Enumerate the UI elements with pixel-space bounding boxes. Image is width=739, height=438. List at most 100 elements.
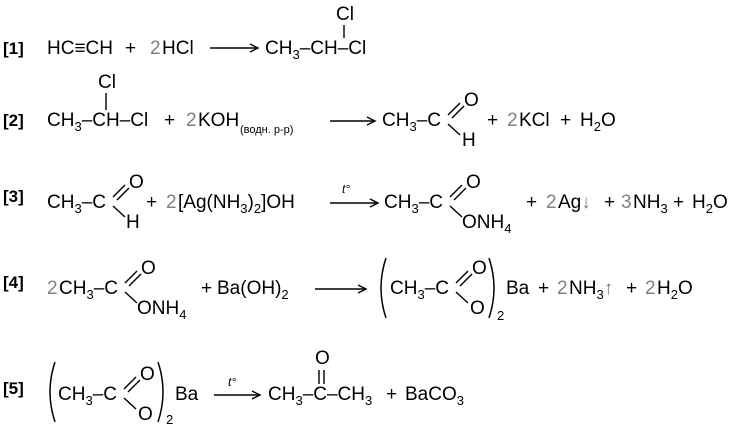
atom-o: O	[466, 172, 481, 193]
atom-o: O	[129, 172, 144, 193]
double-bond-line	[453, 187, 467, 201]
reaction-2: [2] Cl CH3–CH–Cl + 2 KOH (водн. р-р) CH3…	[3, 72, 616, 151]
reactant-acetaldehyde: CH3–C	[47, 192, 106, 216]
reaction-number: [5]	[3, 379, 24, 398]
coefficient: 2	[166, 192, 177, 213]
reactant-tollens-reagent: [Ag(NH3)2]OH	[178, 192, 295, 216]
coefficient: 2	[150, 38, 161, 59]
product-barium-carbonate: BaCO3	[405, 384, 464, 408]
plus-sign: +	[526, 192, 537, 213]
reaction-medium: (водн. р-р)	[240, 124, 293, 136]
double-bond-line	[451, 105, 465, 119]
plus-sign: +	[538, 278, 549, 299]
bond-line	[447, 123, 461, 136]
atom-h: H	[126, 212, 140, 233]
plus-sign: +	[164, 110, 175, 131]
atom-o: O	[138, 404, 153, 425]
reaction-4: [4] 2 CH3–C O ONH4 + Ba(OH)2 CH3–C O O 2…	[3, 257, 693, 323]
double-bond-line	[124, 270, 138, 284]
coefficient: 2	[186, 110, 197, 131]
bracket-subscript: 2	[166, 412, 173, 427]
plus-sign: +	[125, 38, 136, 59]
arrow-head	[357, 284, 368, 294]
bond-line	[449, 205, 463, 218]
bond-line	[123, 397, 137, 410]
right-bracket	[488, 257, 495, 319]
condition-heating: t°	[342, 182, 350, 196]
product-ammonia: NH3↑	[569, 278, 613, 302]
acetate-group: CH3–C	[58, 384, 117, 408]
reactant-barium-acetate: Ba	[175, 384, 199, 405]
reaction-number: [3]	[3, 187, 24, 206]
plus-sign: +	[487, 110, 498, 131]
reactant-dichloroethane: CH3–CH–Cl	[47, 110, 148, 134]
atom-o: O	[470, 298, 485, 319]
double-bond-line	[449, 184, 463, 198]
product-ammonia: NH3	[633, 192, 668, 216]
product-water: H2O	[657, 278, 693, 302]
arrow-head	[366, 116, 377, 126]
double-bond-line	[128, 273, 142, 287]
atom-o: O	[472, 258, 487, 279]
plus-sign: +	[604, 192, 615, 213]
atom-o: O	[141, 258, 156, 279]
product-kcl: KCl	[519, 110, 550, 131]
reactant-hcl: HCl	[162, 38, 194, 59]
group-onh4: ONH4	[462, 212, 511, 236]
double-bond-line	[455, 270, 469, 284]
plus-sign: +	[560, 110, 571, 131]
product-dichloroethane: CH3–CH–Cl	[265, 38, 366, 62]
right-bracket	[157, 361, 164, 423]
reaction-1: [1] HC≡CH + 2 HCl Cl CH3–CH–Cl	[3, 4, 366, 62]
bond-line	[455, 291, 469, 304]
coefficient: 3	[621, 192, 632, 213]
atom-h: H	[462, 130, 476, 151]
bond-line	[112, 205, 126, 218]
reaction-number: [1]	[3, 39, 24, 58]
bond-line	[124, 291, 138, 304]
substituent-cl: Cl	[98, 72, 116, 93]
left-bracket	[49, 361, 56, 423]
coefficient: 2	[557, 278, 568, 299]
arrow-head	[369, 198, 380, 208]
product-acetone: CH3–C–CH3	[268, 384, 372, 408]
acetate-group: CH3–C	[390, 278, 449, 302]
reaction-number: [4]	[3, 273, 24, 292]
plus-sign: +	[146, 192, 157, 213]
reaction-3: [3] CH3–C O H + 2 [Ag(NH3)2]OH t° CH3–C …	[3, 172, 728, 236]
coefficient: 2	[47, 278, 58, 299]
product-ammonium-acetate: CH3–C	[384, 192, 443, 216]
bracket-subscript: 2	[497, 308, 504, 323]
double-bond-line	[127, 379, 141, 393]
reaction-number: [2]	[3, 111, 24, 130]
group-onh4: ONH4	[137, 298, 186, 322]
double-bond-line	[447, 102, 461, 116]
product-water: H2O	[692, 192, 728, 216]
coefficient: 2	[546, 192, 557, 213]
coefficient: 2	[645, 278, 656, 299]
reactant-barium-hydroxide: Ba(OH)2	[217, 278, 289, 302]
reactant-ammonium-acetate: CH3–C	[59, 278, 118, 302]
double-bond-line	[123, 376, 137, 390]
product-acetaldehyde: CH3–C	[382, 110, 441, 134]
reaction-5: [5] CH3–C O O 2 Ba t° O CH3–C–CH3 + BaCO…	[3, 348, 464, 427]
product-barium-acetate: Ba	[506, 278, 530, 299]
double-bond-line	[116, 187, 130, 201]
atom-o: O	[464, 90, 479, 111]
left-bracket	[380, 257, 387, 319]
product-silver: Ag↓	[558, 192, 591, 213]
plus-sign: +	[673, 192, 684, 213]
substituent-cl: Cl	[336, 4, 354, 25]
reactant-acetylene: HC≡CH	[47, 38, 113, 59]
plus-sign: +	[201, 278, 212, 299]
coefficient: 2	[507, 110, 518, 131]
atom-o: O	[140, 364, 155, 385]
plus-sign: +	[386, 384, 397, 405]
arrow-head	[251, 390, 262, 400]
reactant-koh: KOH	[198, 110, 239, 131]
product-water: H2O	[580, 110, 616, 134]
arrow-head	[249, 43, 260, 53]
double-bond-line	[112, 184, 126, 198]
